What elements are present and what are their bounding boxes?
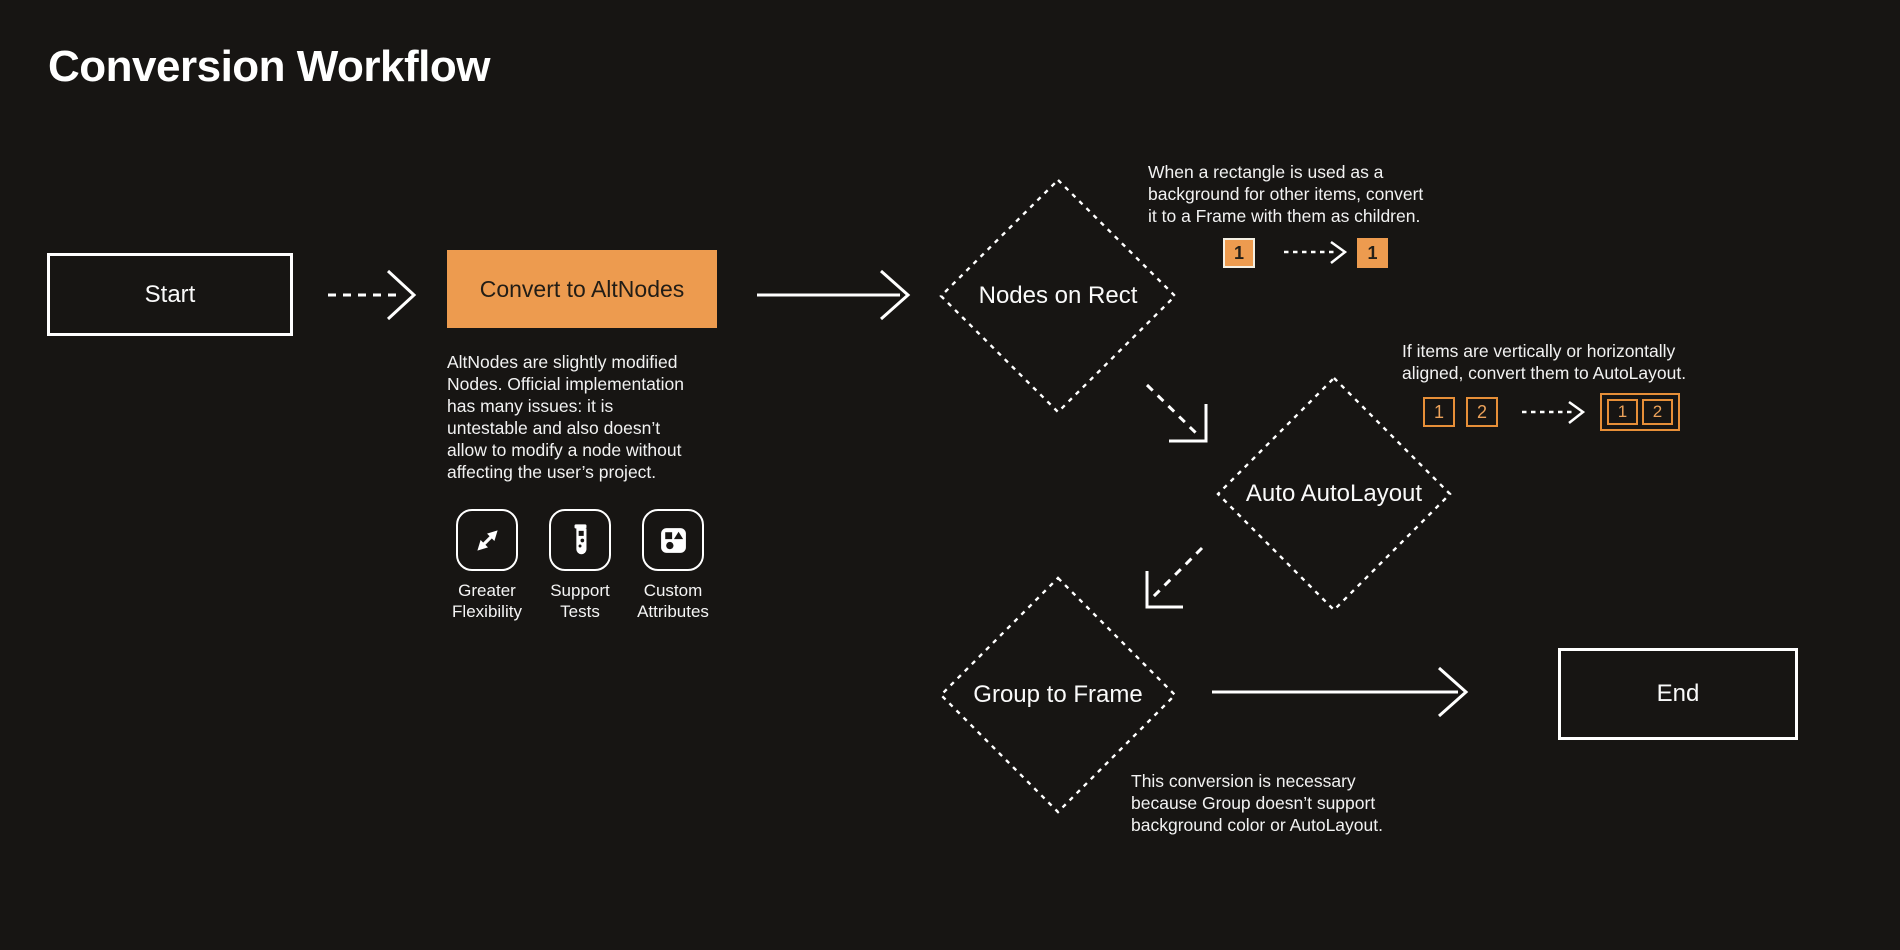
- feature-list: Greater Flexibility Support Tests: [447, 509, 713, 622]
- node-end: End: [1558, 648, 1798, 740]
- node-nodes-on-rect: Nodes on Rect: [978, 282, 1138, 309]
- mini-rect-before: 1: [1223, 238, 1255, 268]
- expand-arrows-icon: [456, 509, 518, 571]
- mini-item-1-before: 1: [1423, 397, 1455, 427]
- arrow-autolayout-to-grouptoframe: [1145, 546, 1204, 609]
- page-title: Conversion Workflow: [48, 42, 490, 91]
- note-nodes-on-rect: When a rectangle is used as a background…: [1148, 162, 1424, 226]
- mini-autolayout-group: 1 2: [1600, 393, 1680, 431]
- feature-label: Support Tests: [550, 581, 610, 621]
- altnodes-description: AltNodes are slightly modified Nodes. Of…: [447, 352, 685, 482]
- mini-item-2-before: 2: [1466, 397, 1498, 427]
- diamond-group-to-frame: [939, 576, 1177, 814]
- test-tube-icon: [549, 509, 611, 571]
- feature-custom-attributes: Custom Attributes: [633, 509, 713, 622]
- node-auto-autolayout: Auto AutoLayout: [1245, 480, 1423, 507]
- note-auto-autolayout: If items are vertically or horizontally …: [1402, 341, 1687, 383]
- note-group-to-frame: This conversion is necessary because Gro…: [1131, 771, 1383, 835]
- feature-label: Greater Flexibility: [452, 581, 522, 621]
- arrow-start-to-convert: [328, 269, 417, 321]
- node-convert-to-altnodes: Convert to AltNodes: [447, 250, 717, 328]
- mini-item-2-after: 2: [1642, 399, 1673, 425]
- feature-greater-flexibility: Greater Flexibility: [447, 509, 527, 622]
- shapes-icon: [642, 509, 704, 571]
- arrow-grouptoframe-to-end: [1212, 666, 1469, 718]
- node-group-to-frame: Group to Frame: [973, 681, 1143, 708]
- node-start: Start: [47, 253, 293, 336]
- mini-item-1-after: 1: [1607, 399, 1638, 425]
- arrow-nodesonrect-to-autolayout: [1145, 383, 1208, 443]
- mini-arrow-items-to-autolayout: [1522, 400, 1586, 424]
- feature-label: Custom Attributes: [637, 581, 709, 621]
- mini-arrow-rect-to-frame: [1284, 240, 1348, 264]
- mini-frame-after: 1: [1357, 238, 1388, 268]
- arrow-convert-to-nodesonrect: [757, 269, 911, 321]
- feature-support-tests: Support Tests: [540, 509, 620, 622]
